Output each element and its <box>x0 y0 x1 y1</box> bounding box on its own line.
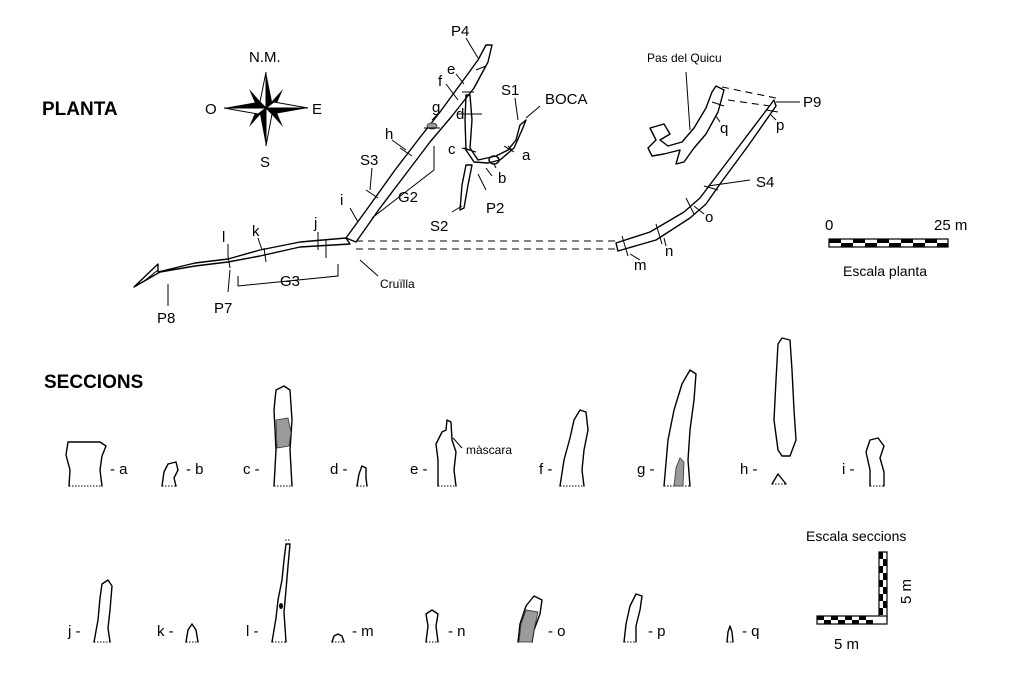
section-label-o: - o <box>548 623 566 640</box>
pas-del-quicu-outline <box>647 85 725 165</box>
gallery-g3-outline <box>133 237 351 288</box>
plan-label-a: a <box>522 147 531 164</box>
section-cut-markers <box>227 65 779 269</box>
section-b: - b <box>161 461 204 487</box>
section-g: g - <box>637 369 697 487</box>
plan-label-o: o <box>705 209 713 226</box>
gallery-east-outline <box>615 99 777 252</box>
plan-heading: PLANTA <box>42 99 118 120</box>
section-label-m: - m <box>352 623 374 640</box>
compass-rose: N.M. O E S <box>205 49 322 171</box>
section-k: k - <box>157 623 199 643</box>
plan-label-p2: P2 <box>486 200 504 217</box>
section-label-j: j - <box>67 623 81 640</box>
section-label-f: f - <box>539 461 552 478</box>
section-scale-bars: Escala seccions 5 m 5 m <box>806 528 915 653</box>
entrance-branch-outline <box>464 94 527 164</box>
plan-label-g3: G3 <box>280 273 300 290</box>
section-i: i - <box>842 437 885 487</box>
section-a: - a <box>65 441 128 487</box>
compass-star-icon <box>223 71 309 147</box>
plan-scale-caption: Escala planta <box>843 263 927 279</box>
plan-label-s4: S4 <box>756 174 774 191</box>
plan-label-l: l <box>222 229 225 246</box>
cave-plan: P4 e f g d S1 BOCA h c a b S3 G2 P2 i S2… <box>133 23 821 327</box>
plan-label-p8: P8 <box>157 310 175 327</box>
plan-label-h: h <box>385 126 393 143</box>
plan-label-k: k <box>252 223 260 240</box>
section-m: - m <box>331 623 374 643</box>
plan-label-cruilla: Cruïlla <box>380 277 415 291</box>
section-label-h: h - <box>740 461 758 478</box>
section-o: - o <box>517 595 566 643</box>
section-e: màscara e - <box>410 419 512 487</box>
plan-label-pas-del-quicu: Pas del Quicu <box>647 51 722 65</box>
section-h: h - <box>740 337 797 485</box>
section-label-i: i - <box>842 461 855 478</box>
plan-label-p4: P4 <box>451 23 469 40</box>
plan-label-n: n <box>665 243 673 260</box>
gallery-main-outline <box>345 44 493 243</box>
plan-label-g2: G2 <box>398 189 418 206</box>
compass-west-label: O <box>205 101 217 118</box>
plan-label-boca: BOCA <box>545 91 588 108</box>
plan-label-q: q <box>720 120 728 137</box>
plan-scale-end: 25 m <box>934 217 967 234</box>
plan-label-c: c <box>448 141 456 158</box>
plan-label-p9: P9 <box>803 94 821 111</box>
section-label-e: e - <box>410 461 428 478</box>
section-p: - p <box>623 593 666 643</box>
section-label-q: - q <box>742 623 760 640</box>
plan-label-b: b <box>498 170 506 187</box>
section-label-p: - p <box>648 623 666 640</box>
plan-label-s1: S1 <box>501 82 519 99</box>
section-label-d: d - <box>330 461 348 478</box>
section-n: - n <box>425 609 466 643</box>
plan-label-p: p <box>776 117 784 134</box>
plan-scale-bar: 0 25 m Escala planta <box>825 217 967 279</box>
plan-label-p7: P7 <box>214 300 232 317</box>
section-label-b: - b <box>186 461 204 478</box>
section-label-n: - n <box>448 623 466 640</box>
plan-label-d: d <box>456 106 464 123</box>
section-label-g: g - <box>637 461 655 478</box>
plan-label-s3: S3 <box>360 152 378 169</box>
section-label-k: k - <box>157 623 174 640</box>
plan-label-e: e <box>447 61 455 78</box>
section-note-mascara: màscara <box>466 443 512 457</box>
section-j: j - <box>67 579 113 643</box>
section-scale-caption: Escala seccions <box>806 528 906 544</box>
compass-east-label: E <box>312 101 322 118</box>
section-q: - q <box>726 623 760 643</box>
section-l: l - <box>246 539 291 643</box>
section-d: d - <box>330 461 368 487</box>
compass-south-label: S <box>260 154 270 171</box>
plan-label-s2: S2 <box>430 218 448 235</box>
sections-heading: SECCIONS <box>44 372 143 393</box>
sections-row-1: - a - b c - d - màscara e - <box>65 337 885 487</box>
plan-label-i: i <box>340 192 343 209</box>
section-label-l: l - <box>246 623 259 640</box>
plan-leader-lines <box>167 37 800 306</box>
section-scale-vertical: 5 m <box>898 579 915 604</box>
plan-label-g: g <box>432 99 440 116</box>
section-label-a: - a <box>110 461 128 478</box>
section-f: f - <box>539 409 589 487</box>
plan-label-f: f <box>438 73 443 90</box>
branch-s2-outline <box>459 164 473 211</box>
sections-row-2: j - k - l - - m - n <box>67 539 760 643</box>
plan-label-m: m <box>634 257 647 274</box>
plan-label-j: j <box>313 215 317 232</box>
compass-north-label: N.M. <box>249 49 281 66</box>
section-scale-horizontal: 5 m <box>834 636 859 653</box>
plan-scale-start: 0 <box>825 217 833 234</box>
section-c: c - <box>243 385 293 487</box>
section-label-c: c - <box>243 461 260 478</box>
